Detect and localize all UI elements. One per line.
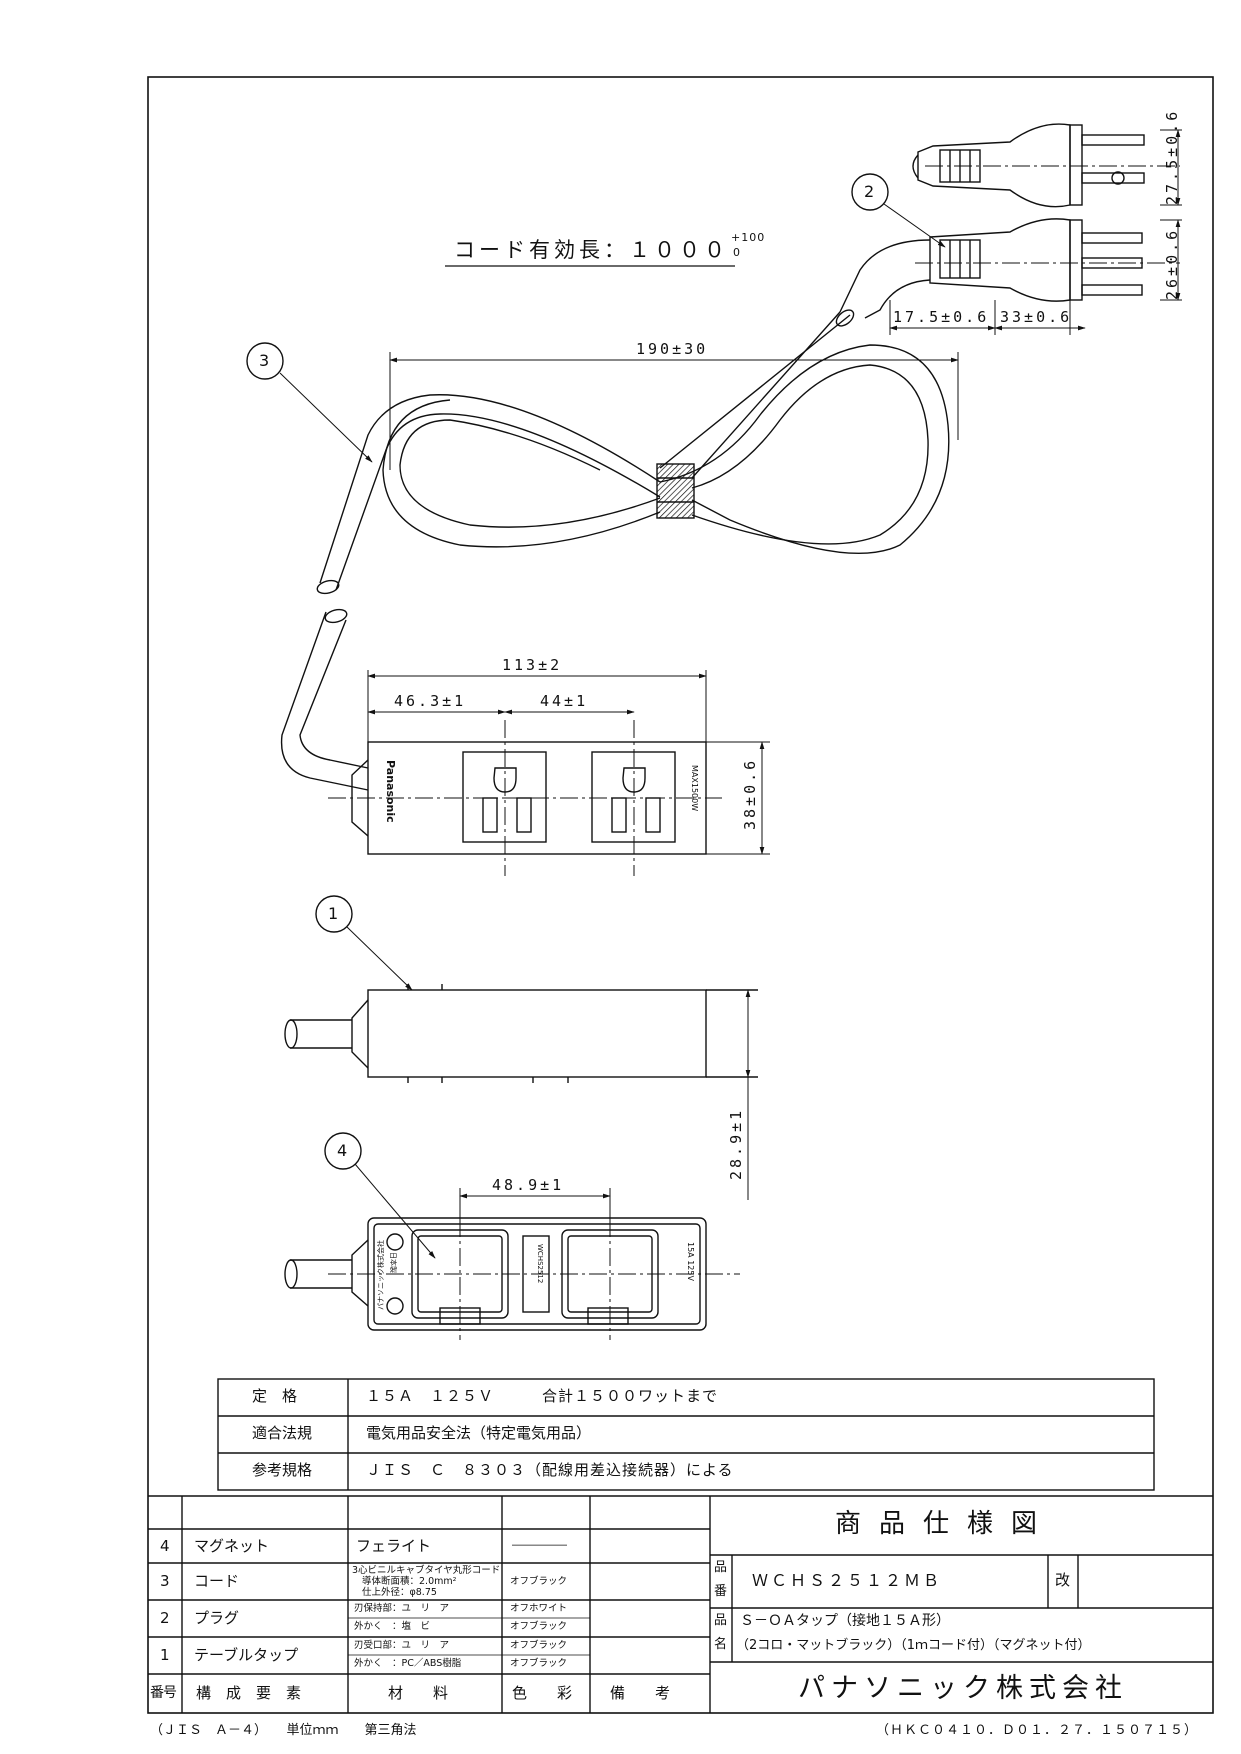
dim-loop-width: 190±30 <box>636 340 709 358</box>
part-no-label-2: 番 <box>714 1584 728 1599</box>
parts-table-grid <box>148 1495 1213 1713</box>
bottom-model-mark: WCHS2512 <box>536 1244 544 1284</box>
part-3-component: コード <box>194 1572 240 1590</box>
cord-tol-plus: +100 <box>731 231 766 244</box>
tap-side-view <box>284 984 758 1200</box>
part-1-material-1: 刃受口部：ユ リ ア <box>354 1640 450 1651</box>
spec-label-standard: 参考規格 <box>252 1461 313 1479</box>
part-3-color: オフブラック <box>510 1576 568 1587</box>
part-4-no: 4 <box>160 1537 170 1555</box>
part-1-component: テーブルタップ <box>194 1646 299 1664</box>
part-3-material-3: 仕上外径：φ8.75 <box>362 1587 437 1598</box>
part-1-color-2: オフブラック <box>510 1658 568 1669</box>
tap-bottom-dimension <box>459 1188 611 1230</box>
balloon-1: 1 <box>328 904 341 923</box>
part-3-no: 3 <box>160 1572 170 1590</box>
footer-left: （ＪＩＳ Ａ－４） 単位ｍｍ 第三角法 <box>150 1723 417 1738</box>
plug-dimensions <box>889 129 1182 335</box>
part-2-material-2: 外かく ：塩 ビ <box>354 1621 431 1632</box>
header-no: 番号 <box>150 1685 177 1701</box>
cord-tol-zero: 0 <box>733 246 744 259</box>
dim-outlet-a: 46.3±1 <box>394 692 467 710</box>
part-1-material-2: 外かく ：PC／ABS樹脂 <box>354 1658 462 1669</box>
dim-body-len: 113±2 <box>502 656 563 674</box>
cord-loop <box>280 309 950 791</box>
balloon-4: 4 <box>337 1141 350 1160</box>
balloon-3: 3 <box>259 351 272 370</box>
brand-mark: Panasonic <box>384 760 397 823</box>
dim-body-height: 28.9±1 <box>727 1107 745 1180</box>
part-4-color: ――――― <box>512 1538 567 1551</box>
balloon-2: 2 <box>864 182 877 201</box>
spec-table-grid <box>217 1378 1155 1491</box>
dim-plug-len-a: 17.5±0.6 <box>893 308 990 326</box>
spec-value-law: 電気用品安全法（特定電気用品） <box>366 1424 592 1442</box>
product-name-line-2: （2コロ・マットブラック）（1ｍコード付）（マグネット付） <box>736 1638 1091 1653</box>
tap-top-view <box>328 720 722 876</box>
part-3-material-2: 導体断面積：2.0mm² <box>362 1576 457 1587</box>
spec-label-rating: 定 格 <box>252 1387 298 1405</box>
drawing-title: 商品仕様図 <box>835 1509 1056 1539</box>
bottom-maker-mark: パナソニック株式会社 <box>377 1240 385 1310</box>
cord-length-label: コード有効長：１０００ +100 0 <box>454 232 764 262</box>
dim-outlet-b: 44±1 <box>540 692 589 710</box>
balloon-leaders <box>246 173 946 1259</box>
plug-view-top <box>912 123 1180 208</box>
dim-plug-len-b: 33±0.6 <box>1000 308 1073 326</box>
spec-label-law: 適合法規 <box>252 1424 313 1442</box>
cord-length-text: コード有効長：１０００ <box>454 238 729 262</box>
header-component: 構 成 要 素 <box>196 1684 302 1702</box>
plug-view-side <box>839 218 1180 319</box>
footer-right: （ＨＫＣ０４１０．Ｄ０１．２７．１５０７１５） <box>876 1723 1199 1738</box>
sheet-border <box>147 76 1214 1714</box>
bottom-rating-mark: 15A 125V <box>686 1242 695 1281</box>
dim-plug-pitch-b: 26±0.6 <box>1163 227 1181 300</box>
part-2-color-1: オフホワイト <box>510 1603 568 1614</box>
spec-value-standard: ＪＩＳ Ｃ ８３０３（配線用差込接続器）による <box>366 1461 734 1479</box>
max-rating-mark: MAX1500W <box>690 765 699 812</box>
company-name: パナソニック株式会社 <box>798 1673 1128 1704</box>
part-3-material-1: 3心ビニルキャブタイヤ丸形コード <box>352 1565 501 1576</box>
part-4-component: マグネット <box>194 1537 270 1555</box>
part-2-material-1: 刃保持部：ユ リ ア <box>354 1603 450 1614</box>
bottom-origin-mark: 日本製 <box>389 1252 397 1273</box>
tap-bottom-view <box>284 1190 740 1340</box>
part-2-color-2: オフブラック <box>510 1621 568 1632</box>
part-4-material: フェライト <box>356 1537 432 1555</box>
part-number: ＷＣＨＳ２５１２ＭＢ <box>752 1571 943 1590</box>
part-no-label-1: 品 <box>714 1560 728 1575</box>
spec-value-rating: １５Ａ １２５Ｖ 合計１５００ワットまで <box>366 1387 719 1405</box>
part-1-no: 1 <box>160 1646 170 1664</box>
name-label-2: 名 <box>714 1637 728 1652</box>
product-name-line-1: Ｓ－ＯＡタップ（接地１５Ａ形） <box>740 1613 950 1629</box>
revision-label: 改 <box>1055 1571 1071 1589</box>
name-label-1: 品 <box>714 1613 728 1628</box>
part-1-color-1: オフブラック <box>510 1640 568 1651</box>
header-material: 材 料 <box>388 1684 449 1702</box>
header-remarks: 備 考 <box>610 1684 671 1702</box>
dim-body-width: 38±0.6 <box>741 757 759 830</box>
loop-dimension <box>389 352 959 470</box>
part-2-component: プラグ <box>194 1609 240 1627</box>
header-color: 色 彩 <box>512 1684 573 1702</box>
tap-top-dimensions <box>367 670 770 855</box>
dim-magnet-pitch: 48.9±1 <box>492 1176 565 1194</box>
title-block-grid <box>710 1554 1213 1663</box>
dim-plug-pitch-a: 27.5±0.6 <box>1163 108 1181 205</box>
part-2-no: 2 <box>160 1609 170 1627</box>
